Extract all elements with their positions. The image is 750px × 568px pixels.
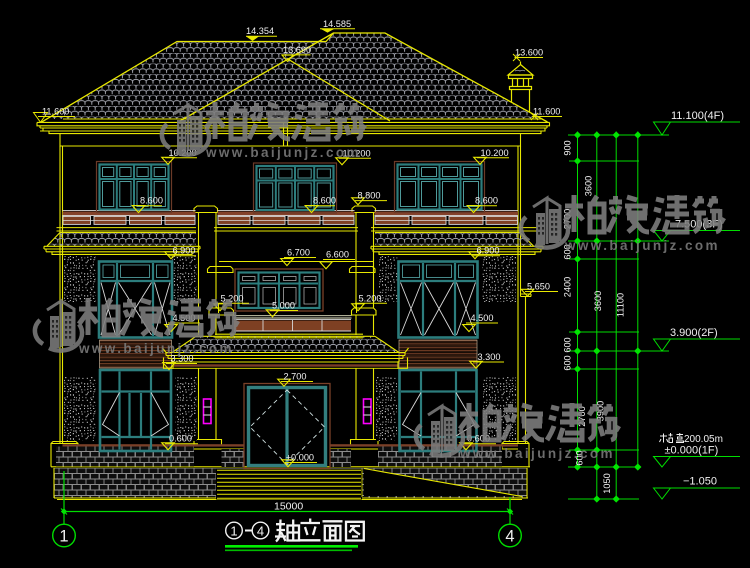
svg-text:1050: 1050	[602, 473, 612, 493]
svg-text:5.000: 5.000	[272, 301, 295, 311]
svg-text:11.600: 11.600	[533, 107, 560, 117]
svg-text:600: 600	[563, 337, 573, 352]
svg-text:10.200: 10.200	[343, 148, 371, 158]
svg-text:8.600: 8.600	[313, 196, 336, 206]
svg-text:4.500: 4.500	[471, 313, 494, 323]
svg-text:0.600: 0.600	[169, 434, 192, 444]
svg-text:3.300: 3.300	[478, 352, 501, 362]
svg-text:11.100(4F): 11.100(4F)	[671, 110, 724, 122]
svg-text:4: 4	[505, 528, 514, 546]
svg-text:6.900: 6.900	[477, 246, 500, 256]
svg-text:11.600: 11.600	[42, 107, 69, 117]
svg-text:±0.000: ±0.000	[286, 453, 314, 463]
svg-text:3600: 3600	[593, 291, 603, 311]
svg-text:±0.000(1F): ±0.000(1F)	[665, 445, 719, 457]
svg-text:6.700: 6.700	[287, 248, 310, 258]
svg-text:0.600: 0.600	[467, 434, 490, 444]
svg-text:600: 600	[563, 355, 573, 370]
svg-text:1: 1	[230, 524, 237, 539]
svg-text:10.200: 10.200	[481, 148, 509, 158]
svg-text:13.690: 13.690	[283, 45, 311, 55]
svg-text:15000: 15000	[274, 501, 303, 513]
svg-text:13.600: 13.600	[515, 47, 543, 57]
svg-text:www.baijunjz.com: www.baijunjz.com	[205, 145, 361, 160]
svg-text:3600: 3600	[583, 176, 593, 196]
svg-text:5.200: 5.200	[359, 293, 382, 303]
svg-text:3.900(2F): 3.900(2F)	[670, 327, 718, 339]
svg-text:2400: 2400	[563, 277, 573, 297]
svg-text:5.650: 5.650	[527, 282, 550, 292]
svg-text:14.585: 14.585	[323, 19, 351, 29]
svg-text:900: 900	[563, 140, 573, 155]
svg-text:8.600: 8.600	[140, 196, 163, 206]
svg-text:6.600: 6.600	[326, 250, 349, 260]
svg-text:14.354: 14.354	[246, 26, 274, 36]
svg-text:3900: 3900	[596, 401, 606, 421]
svg-text:8.600: 8.600	[475, 196, 498, 206]
svg-text:8.800: 8.800	[358, 191, 381, 201]
svg-text:2.700: 2.700	[284, 372, 307, 382]
svg-text:5.200: 5.200	[221, 293, 244, 303]
svg-text:1: 1	[59, 528, 68, 546]
svg-text:6.900: 6.900	[173, 246, 196, 256]
svg-text:3.300: 3.300	[171, 354, 194, 364]
svg-text:11100: 11100	[616, 293, 626, 317]
svg-text:4: 4	[257, 524, 264, 539]
svg-text:−1.050: −1.050	[683, 476, 717, 488]
svg-text:200.05m: 200.05m	[684, 434, 723, 445]
